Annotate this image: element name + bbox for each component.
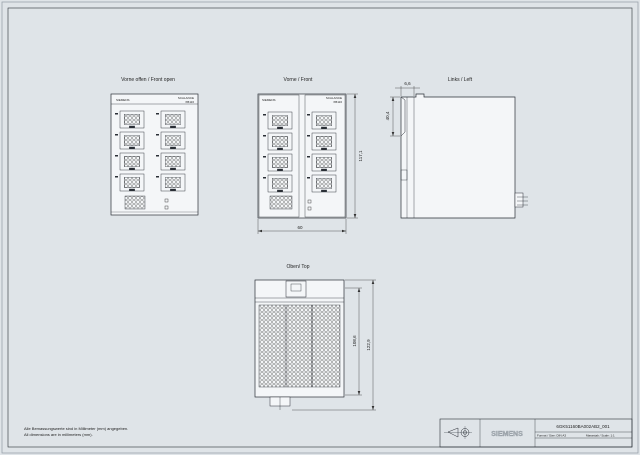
rj45-port bbox=[156, 131, 186, 150]
dim-left-height: 40,4 bbox=[385, 111, 390, 120]
note-line-1: Alle Bemassungswerte sind in Millimeter … bbox=[24, 426, 128, 431]
sheet-inner-border bbox=[7, 7, 633, 448]
projection-symbol-icon bbox=[444, 426, 472, 439]
title-company: SIEMENS bbox=[491, 431, 523, 438]
view-top: Oben/ Top 108,6 122,9 bbox=[254, 264, 376, 411]
front-open-brand: SIEMENS bbox=[116, 98, 130, 102]
view-title-front-open: Vorne offen / Front open bbox=[121, 77, 175, 83]
left-connector bbox=[514, 192, 524, 208]
title-scale: Massstab / Scale: 1:1 bbox=[586, 434, 615, 438]
rj45-port bbox=[115, 110, 145, 129]
top-ventilation-grid bbox=[258, 304, 341, 388]
front-model: XB116 bbox=[333, 100, 342, 104]
front-open-product: SCALANCE bbox=[178, 96, 194, 100]
view-left: Links / Left 6,6 40,4 bbox=[385, 77, 528, 219]
dim-top-depth-inner: 108,6 bbox=[352, 335, 357, 347]
left-housing bbox=[400, 93, 516, 219]
rj45-port bbox=[307, 132, 337, 151]
front-open-led-block bbox=[124, 195, 146, 210]
front-brand: SIEMENS bbox=[262, 98, 276, 102]
dim-height: 117,1 bbox=[358, 150, 363, 161]
front-checkbox-2 bbox=[307, 206, 312, 211]
rj45-port bbox=[156, 152, 186, 171]
rj45-port bbox=[307, 111, 337, 130]
dim-top-depth-outer: 122,9 bbox=[366, 339, 371, 351]
rj45-port bbox=[156, 173, 186, 192]
view-title-top: Oben/ Top bbox=[287, 264, 310, 270]
rj45-port bbox=[115, 152, 145, 171]
dim-left-offset: 6,6 bbox=[404, 81, 411, 86]
front-open-checkbox-1 bbox=[164, 198, 169, 203]
front-checkbox-1 bbox=[307, 199, 312, 204]
view-title-front: Vorne / Front bbox=[284, 77, 314, 83]
view-front: Vorne / Front SIEMENS SCALANCE XB116 60 … bbox=[257, 77, 363, 234]
note-line-2: All dimensions are in millimeters (mm). bbox=[24, 432, 93, 437]
front-open-checkbox-2 bbox=[164, 205, 169, 210]
front-open-model: XB116 bbox=[185, 100, 194, 104]
rj45-port bbox=[307, 153, 337, 172]
rj45-port bbox=[263, 174, 293, 193]
rj45-port bbox=[263, 111, 293, 130]
rj45-port bbox=[307, 174, 337, 193]
view-front-open: Vorne offen / Front open SIEMENS SCALANC… bbox=[110, 77, 199, 216]
title-block: SIEMENS 6GK51160BA002AB2_001 Format / Si… bbox=[439, 418, 633, 448]
front-left-bezel bbox=[258, 94, 300, 218]
view-title-left: Links / Left bbox=[448, 77, 473, 83]
rj45-port bbox=[156, 110, 186, 129]
rj45-port bbox=[115, 131, 145, 150]
front-ports bbox=[263, 111, 337, 193]
front-right-bezel bbox=[304, 94, 346, 218]
front-led-block bbox=[269, 195, 293, 210]
front-product: SCALANCE bbox=[326, 96, 342, 100]
rj45-port bbox=[115, 173, 145, 192]
rj45-port bbox=[263, 153, 293, 172]
title-format: Format / Size: DIN A3 bbox=[537, 434, 566, 438]
rj45-port bbox=[263, 132, 293, 151]
dim-width: 60 bbox=[297, 225, 303, 230]
front-open-ports bbox=[115, 110, 186, 192]
title-drawing-number: 6GK51160BA002AB2_001 bbox=[556, 424, 610, 429]
